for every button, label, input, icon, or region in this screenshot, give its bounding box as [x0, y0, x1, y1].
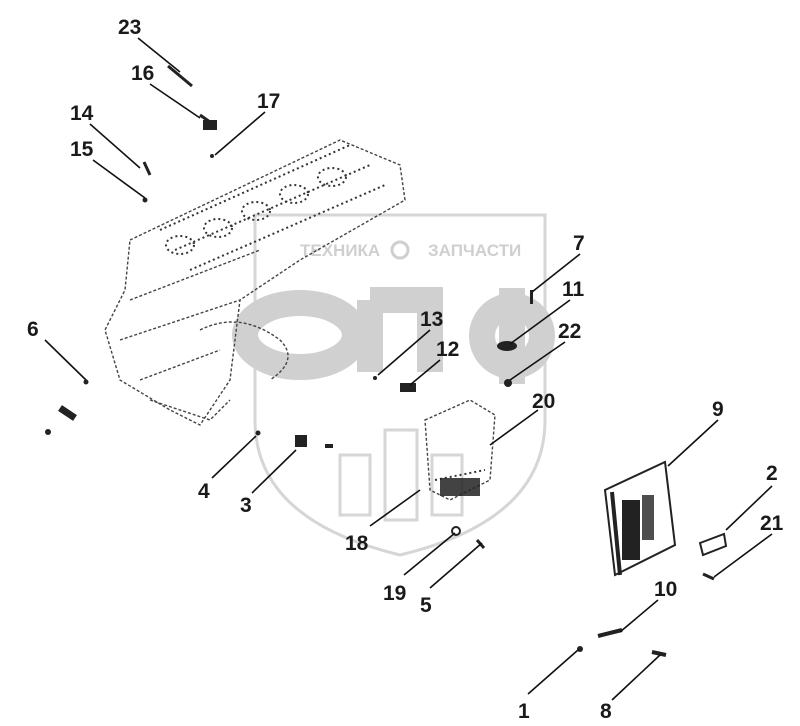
- callout-7: 7: [573, 232, 585, 255]
- callout-18: 18: [345, 532, 369, 555]
- callout-4: 4: [198, 480, 210, 503]
- callout-14: 14: [70, 102, 94, 125]
- callout-6: 6: [27, 318, 39, 341]
- callout-16: 16: [131, 62, 154, 85]
- watermark-text-right: ЗАПЧАСТИ: [428, 241, 521, 260]
- watermark-shield: [253, 213, 547, 557]
- leader-lines: [44, 37, 773, 701]
- module-bracket: [424, 399, 496, 501]
- callout-8: 8: [600, 700, 612, 723]
- small-parts: [45, 64, 728, 657]
- callout-1: 1: [518, 700, 530, 723]
- watermark-text-left: ТЕХНИКА: [300, 241, 380, 260]
- watermark: ТЕХНИКА ЗАПЧАСТИ: [232, 213, 555, 557]
- callout-12: 12: [436, 338, 459, 361]
- engine-block: [104, 139, 406, 426]
- callout-20: 20: [532, 390, 555, 413]
- callout-21: 21: [760, 512, 784, 535]
- watermark-tower-2: [383, 428, 419, 522]
- callout-9: 9: [712, 398, 724, 421]
- callout-17: 17: [257, 90, 280, 113]
- watermark-tower-1: [338, 453, 372, 517]
- callout-19: 19: [383, 582, 406, 605]
- callout-5: 5: [420, 594, 432, 617]
- callout-23: 23: [118, 16, 141, 39]
- callout-15: 15: [70, 138, 94, 161]
- watermark-letter-2: [357, 287, 443, 372]
- callout-11: 11: [562, 278, 585, 301]
- callout-13: 13: [420, 308, 443, 331]
- ecu-module: [603, 460, 677, 577]
- watermark-gear-icon: [390, 240, 410, 260]
- callout-labels: 23 16 17 14 15 6 7 11 22 13 12 20 4 3 18…: [27, 16, 784, 723]
- callout-2: 2: [766, 462, 778, 485]
- callout-22: 22: [558, 320, 581, 343]
- watermark-letter-1: [232, 290, 368, 380]
- callout-3: 3: [240, 494, 252, 517]
- callout-10: 10: [654, 578, 677, 601]
